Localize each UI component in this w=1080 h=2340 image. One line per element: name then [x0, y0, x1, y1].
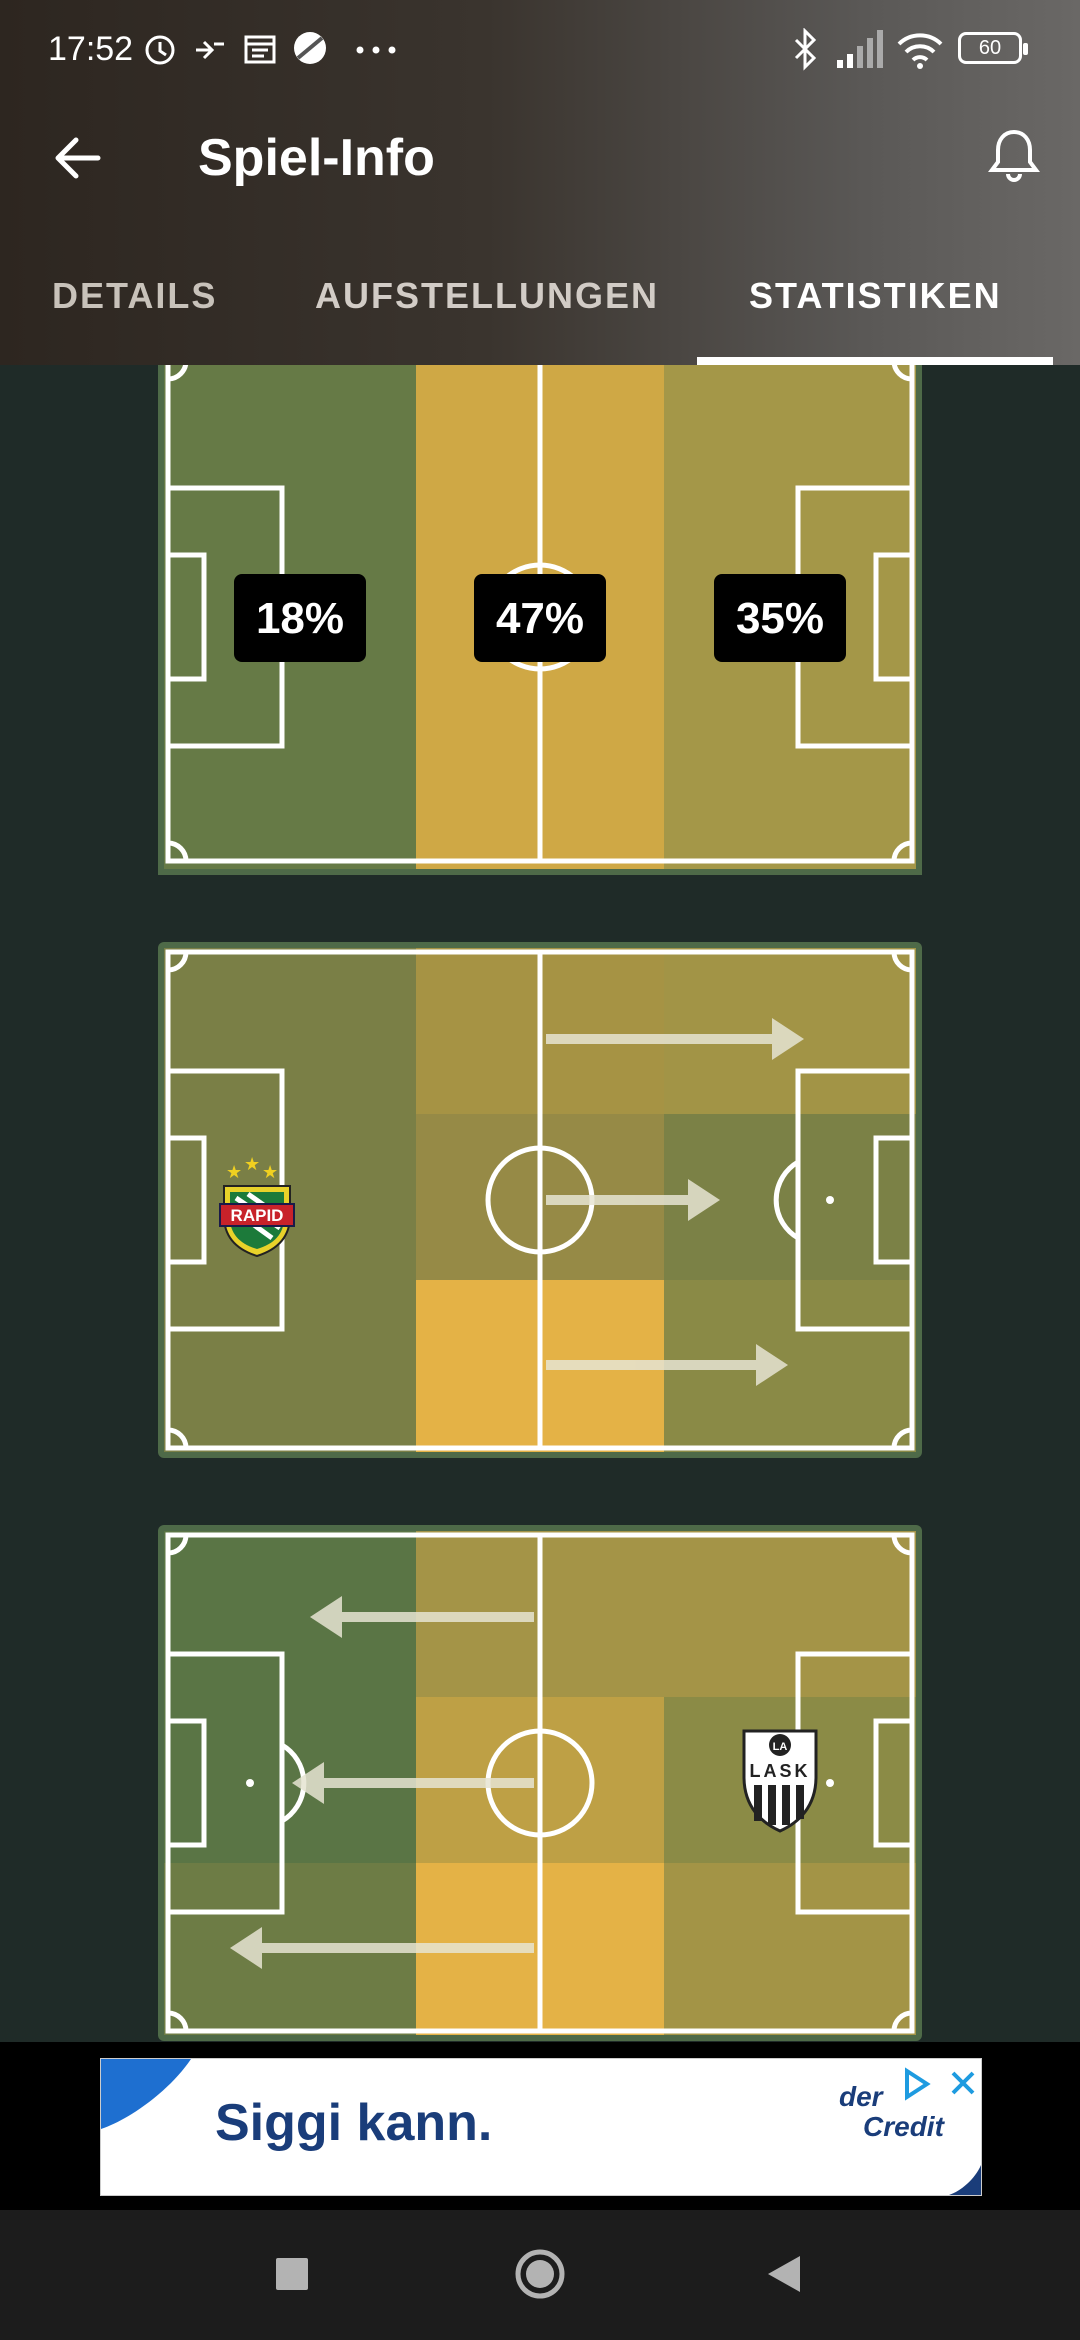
rapid-logo-text: RAPID	[231, 1206, 284, 1225]
page-title: Spiel-Info	[198, 129, 435, 187]
away-attack-arrow-top	[336, 1612, 534, 1622]
ad-brand-line1: der	[839, 2081, 883, 2112]
svg-text:★: ★	[226, 1162, 242, 1183]
alarm-icon	[145, 35, 175, 65]
possession-pitch: 18% 47% 35%	[158, 365, 922, 875]
active-tab-indicator	[697, 357, 1053, 365]
battery-icon: 60	[958, 32, 1028, 64]
possession-badge-center	[474, 574, 606, 662]
battery-level: 60	[978, 37, 1002, 59]
tab-details[interactable]: DETAILS	[52, 275, 218, 316]
home-button[interactable]	[514, 2248, 566, 2300]
possession-left: 18%	[256, 594, 344, 643]
ad-corner-arc	[949, 2165, 981, 2195]
possession-badge-left	[234, 574, 366, 662]
wifi-icon	[897, 33, 943, 69]
bluetooth-icon	[794, 28, 817, 71]
tab-bar: DETAILS AUFSTELLUNGEN STATISTIKEN	[0, 255, 1080, 365]
lask-logo-text: LASK	[750, 1761, 811, 1781]
svg-text:★: ★	[244, 1154, 260, 1175]
recent-apps-button[interactable]	[276, 2258, 308, 2290]
header: 17:52	[0, 0, 1080, 365]
rapid-logo: ★ ★ ★ RAPID	[219, 1154, 295, 1258]
ad-headline: Siggi kann.	[215, 2094, 493, 2152]
ad-brand-line2: Credit	[863, 2111, 944, 2142]
lask-logo: LA LASK	[742, 1729, 818, 1833]
attack-arrowhead-top	[772, 1018, 804, 1060]
attack-arrow-bottom	[546, 1360, 762, 1370]
back-arrow-icon[interactable]	[48, 128, 108, 188]
status-time: 17:52	[48, 30, 134, 68]
ad-banner: Siggi kann. der Credit	[0, 2042, 1080, 2210]
more-notifications-icon	[356, 46, 396, 54]
app-bar: Spiel-Info	[0, 100, 1080, 220]
home-attack-pitch: ★ ★ ★ RAPID	[158, 942, 922, 1458]
ad-blue-arc	[101, 2059, 191, 2129]
svg-text:LA: LA	[773, 1741, 788, 1753]
possession-badge-right	[714, 574, 846, 662]
possession-center: 47%	[496, 594, 584, 643]
ad-choices-icon[interactable]	[901, 2065, 981, 2105]
tab-aufstellungen[interactable]: AUFSTELLUNGEN	[315, 275, 659, 316]
possession-right: 35%	[736, 594, 824, 643]
attack-arrow-top	[546, 1034, 778, 1044]
signal-icon	[837, 30, 883, 68]
app-icon	[294, 32, 326, 64]
away-attack-arrow-middle	[318, 1778, 534, 1788]
away-attack-arrow-bottom	[256, 1943, 534, 1953]
status-bar: 17:52	[0, 0, 1080, 100]
tab-statistiken[interactable]: STATISTIKEN	[749, 275, 1002, 316]
away-attack-pitch: LA LASK	[158, 1525, 922, 2041]
attack-arrow-middle	[546, 1195, 694, 1205]
svg-text:★: ★	[262, 1162, 278, 1183]
ad-card[interactable]: Siggi kann. der Credit	[100, 2058, 982, 2196]
calendar-icon	[244, 35, 276, 64]
data-saver-icon	[196, 40, 224, 60]
notification-bell-icon[interactable]	[982, 124, 1046, 188]
navigation-bar	[0, 2210, 1080, 2340]
back-button[interactable]	[764, 2254, 804, 2294]
